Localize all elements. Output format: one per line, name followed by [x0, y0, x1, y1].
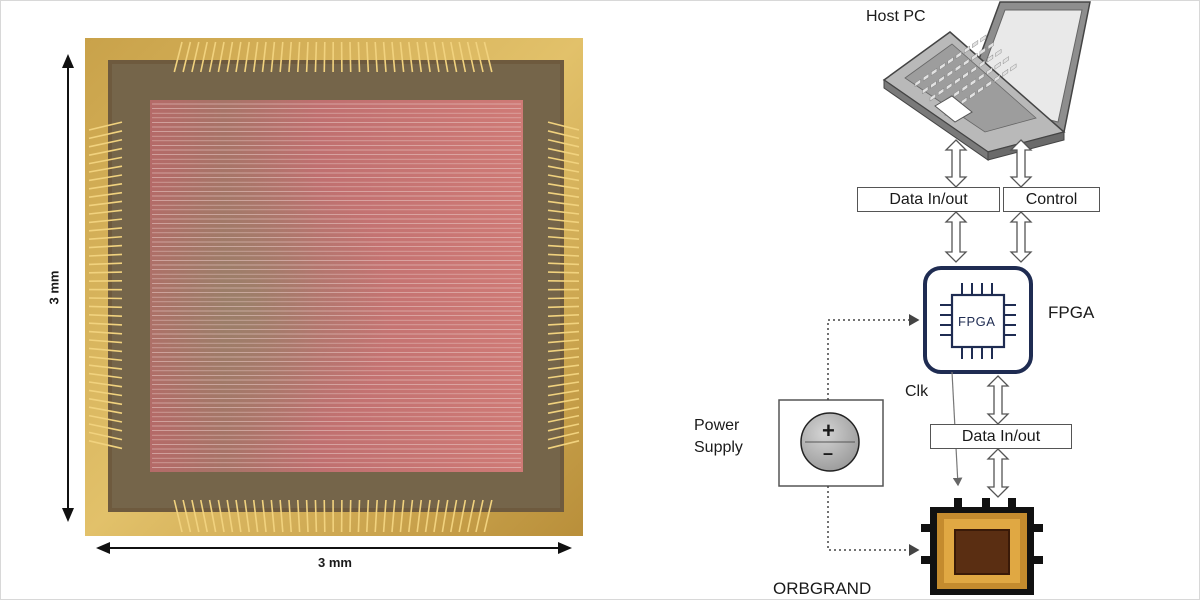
power-minus-sign: – [823, 443, 834, 463]
power-plus-sign: + [822, 418, 835, 443]
power-supply-label-line1: Power [694, 417, 740, 434]
bond-pads-right [547, 121, 580, 450]
bond-pads-bottom [173, 499, 493, 533]
data-inout-top-box: Data In/out [857, 187, 1000, 212]
power-supply-icon [778, 399, 884, 487]
die-width-label: 3 mm [318, 555, 352, 570]
die-height-label: 3 mm [46, 270, 62, 305]
data-inout-bottom-box: Data In/out [930, 424, 1072, 449]
orbgrand-pins [921, 498, 1043, 564]
height-dimension-arrow [62, 54, 74, 522]
host-pc-label: Host PC [866, 8, 926, 25]
fpga-pins [940, 283, 1016, 359]
laptop-touchpad [934, 95, 973, 123]
fpga-chip-text: FPGA [958, 314, 996, 329]
power-lines [827, 314, 920, 556]
clk-label: Clk [905, 383, 929, 400]
width-dimension-arrow [96, 542, 572, 554]
orbgrand-chip-icon [921, 498, 1043, 595]
fpga-chip-icon [923, 266, 1033, 374]
power-supply-label-line2: Supply [694, 439, 743, 456]
die-photo [85, 38, 583, 536]
bond-pads-left [88, 121, 123, 450]
die-core-shade [150, 100, 523, 472]
laptop-icon [882, 1, 1091, 161]
die-core-lines [152, 103, 521, 468]
orbgrand-label: ORBGRAND [773, 579, 872, 598]
bond-pads-top [173, 41, 493, 73]
control-box: Control [1003, 187, 1100, 212]
fpga-label: FPGA [1048, 303, 1095, 322]
connection-arrows [944, 139, 1033, 498]
